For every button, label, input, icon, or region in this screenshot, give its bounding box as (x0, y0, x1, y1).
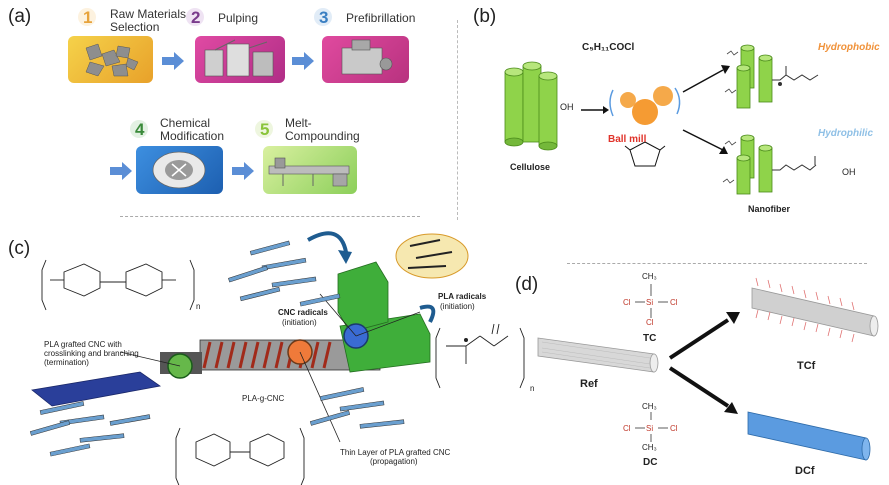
dcf-fiber (747, 411, 867, 461)
reagent-formula: C₅H₁₁COCl (582, 42, 635, 53)
dc-label: DC (643, 457, 658, 468)
arrow-step4-to-5 (232, 162, 254, 180)
curved-arrow-pla (419, 304, 436, 323)
step-2-number: 2 (191, 8, 201, 27)
tc-cl-left: Cl (623, 298, 631, 307)
nanofiber-label: Nanofiber (748, 204, 791, 214)
step-3-badge (314, 8, 332, 26)
cnc-fibers-top (228, 240, 341, 307)
step-2-label: Pulping (218, 11, 259, 25)
panel-b-scheme (504, 44, 819, 195)
pulping-image (195, 36, 285, 83)
step-5-line1: Melt- (285, 116, 312, 130)
arrow-step1-to-2 (162, 52, 184, 70)
hydrophilic-nanofiber (722, 134, 817, 195)
curved-arrow-cnc (307, 231, 348, 253)
cnc-fibers-bottom-left (29, 401, 151, 457)
cellulose-n-label: n (196, 302, 201, 311)
raw-materials-image (68, 36, 153, 83)
step-5-number: 5 (260, 120, 270, 139)
tc-structure (635, 284, 668, 318)
panel-c-scheme (29, 231, 525, 485)
dcf-label: DCf (795, 465, 815, 477)
cnc-initiation-label: (initiation) (282, 318, 317, 327)
prefibrillation-image (322, 36, 409, 83)
grafted-line1: PLA grafted CNC with (44, 340, 122, 349)
panel-d-scheme (537, 277, 879, 461)
tc-si-label: Si (646, 298, 654, 307)
tcf-fiber (751, 287, 875, 337)
thin-layer-label: Thin Layer of PLA grafted CNC (propagati… (340, 448, 450, 466)
arrow-step2-to-3 (292, 52, 314, 70)
divider-vertical (457, 20, 458, 220)
chemical-modification-image (136, 146, 223, 194)
dc-cl-left: Cl (623, 424, 631, 433)
hydrophilic-oh-label: OH (842, 167, 856, 177)
panel-a-label: (a) (8, 6, 32, 27)
step-1-line1: Raw Materials (110, 7, 187, 21)
step-1-number: 1 (83, 8, 93, 27)
cellulose-cylinders (504, 61, 558, 151)
thin-line2: (propagation) (370, 457, 418, 466)
dc-structure (635, 412, 668, 442)
hydrophobic-label: Hydrophobic (818, 42, 880, 53)
hydrophobic-nanofiber (724, 44, 819, 109)
step-4-badge (130, 120, 148, 138)
pla-initiation-label: (initiation) (440, 302, 475, 311)
step-3-label: Prefibrillation (346, 11, 416, 25)
ref-label: Ref (580, 378, 598, 390)
arrow-into-step4 (110, 162, 132, 180)
pla-radicals-cluster (395, 233, 469, 279)
cnc-fibers-bottom-right (309, 387, 405, 429)
grafted-line3: (termination) (44, 358, 89, 367)
cellulose-structure-top (41, 259, 195, 311)
extruder-hopper (337, 261, 389, 333)
step-1-line2: Selection (110, 20, 160, 34)
grafted-cnc-label: PLA grafted CNC with crosslinking and br… (44, 340, 139, 367)
melt-compounding-image (263, 146, 357, 194)
grafted-line2: crosslinking and branching (44, 349, 139, 358)
pla-repeat-unit (435, 323, 525, 389)
ball-mill-label: Ball mill (608, 134, 647, 145)
panel-c-label: (c) (8, 238, 31, 259)
panel-d-label: (d) (515, 274, 539, 295)
die-plate (31, 371, 162, 407)
step-5-line2: Compounding (285, 129, 360, 143)
dc-ch3-top: CH₃ (642, 402, 657, 411)
step-4-label: Chemical Modification (160, 117, 224, 143)
dc-si-label: Si (646, 424, 654, 433)
tc-cl-right: Cl (670, 298, 678, 307)
step-4-number: 4 (135, 120, 145, 139)
thin-line1: Thin Layer of PLA grafted CNC (340, 448, 451, 457)
divider-a-c (120, 216, 420, 217)
cellulose-oh-label: OH (560, 102, 574, 112)
cellulose-label: Cellulose (510, 162, 551, 172)
divider-b-d (567, 263, 867, 264)
step-4-line2: Modification (160, 129, 225, 143)
ref-fiber (537, 337, 655, 373)
step-4-line1: Chemical (160, 116, 211, 130)
pla-n-label: n (530, 384, 535, 393)
pla-g-cnc-label: PLA-g-CNC (242, 394, 285, 403)
tc-ch3-label: CH₃ (642, 272, 657, 281)
cnc-radicals-label: CNC radicals (278, 308, 328, 317)
step-3-number: 3 (319, 8, 329, 27)
step-2-badge (186, 8, 204, 26)
panel-b-label: (b) (473, 6, 497, 27)
step-5-label: Melt- Compounding (285, 117, 360, 143)
tc-cl-bottom: Cl (646, 318, 654, 327)
tcf-label: TCf (797, 360, 816, 372)
tc-label: TC (643, 333, 657, 344)
cellulose-structure-bottom (175, 427, 305, 485)
step-1-label: Raw Materials Selection (110, 8, 186, 34)
hydrophilic-label: Hydrophilic (818, 128, 874, 139)
step-5-badge (255, 120, 273, 138)
step-1-badge (78, 8, 96, 26)
anhydride-structure (624, 141, 666, 167)
pla-radicals-label: PLA radicals (438, 292, 487, 301)
dc-ch3-bottom: CH₃ (642, 443, 657, 452)
dc-cl-right: Cl (670, 424, 678, 433)
